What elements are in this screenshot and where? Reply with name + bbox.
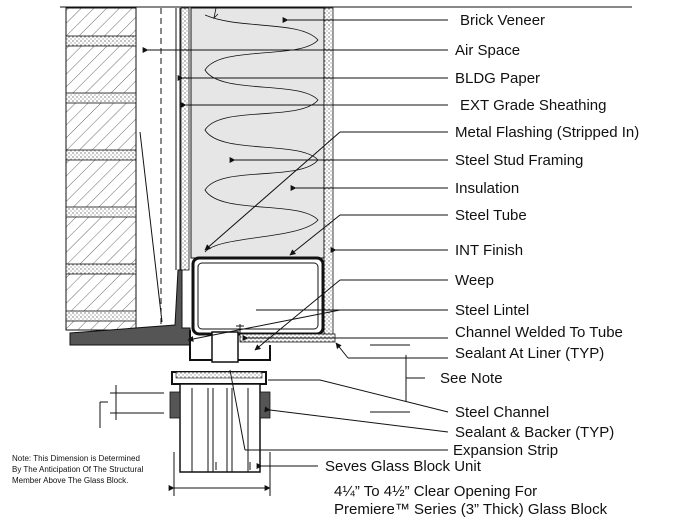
label-expansion-strip: Expansion Strip <box>453 442 558 459</box>
glass-block-unit <box>169 383 271 473</box>
channel-welded-to-tube <box>211 331 239 363</box>
label-steel-lintel: Steel Lintel <box>455 302 529 319</box>
steel-tube-inner <box>197 262 319 330</box>
label-bldg-paper: BLDG Paper <box>455 70 540 87</box>
label-int-finish: INT Finish <box>455 242 523 259</box>
note-line-1: Note: This Dimension is Determined <box>12 454 140 463</box>
see-note-bracket <box>370 344 425 413</box>
label-insulation: Insulation <box>455 180 519 197</box>
steel-tube <box>191 256 325 336</box>
label-brick-veneer: Brick Veneer <box>460 12 545 29</box>
label-glass-block-unit: Seves Glass Block Unit <box>325 458 482 475</box>
label-sealant-liner: Sealant At Liner (TYP) <box>455 345 604 362</box>
insulation-cavity <box>190 7 325 259</box>
label-clear-opening-line2: Premiere™ Series (3” Thick) Glass Block <box>334 501 608 518</box>
expansion-strip <box>175 371 263 379</box>
clear-opening-dimension <box>168 452 271 496</box>
note-dimension <box>99 385 164 428</box>
leader-lines <box>139 17 449 469</box>
dimension-note: Note: This Dimension is Determined By Th… <box>12 454 144 485</box>
label-steel-stud: Steel Stud Framing <box>455 152 583 169</box>
label-sealant-backer: Sealant & Backer (TYP) <box>455 424 614 441</box>
label-clear-opening-line1: 4¼” To 4½” Clear Opening For <box>334 483 537 500</box>
label-channel-welded: Channel Welded To Tube <box>455 324 623 341</box>
note-line-3: Member Above The Glass Block. <box>12 476 128 485</box>
callout-labels: Brick Veneer Air Space BLDG Paper EXT Gr… <box>325 12 639 518</box>
label-ext-sheathing: EXT Grade Sheathing <box>460 97 606 114</box>
label-steel-channel: Steel Channel <box>455 404 549 421</box>
label-air-space: Air Space <box>455 42 520 59</box>
label-metal-flashing: Metal Flashing (Stripped In) <box>455 124 639 141</box>
air-space-and-paper <box>160 7 190 325</box>
brick-veneer <box>65 7 137 331</box>
note-line-2: By The Anticipation Of The Structural <box>12 465 144 474</box>
label-weep: Weep <box>455 272 494 289</box>
label-steel-tube: Steel Tube <box>455 207 527 224</box>
label-see-note: See Note <box>440 370 503 387</box>
metal-flashing <box>69 269 191 346</box>
